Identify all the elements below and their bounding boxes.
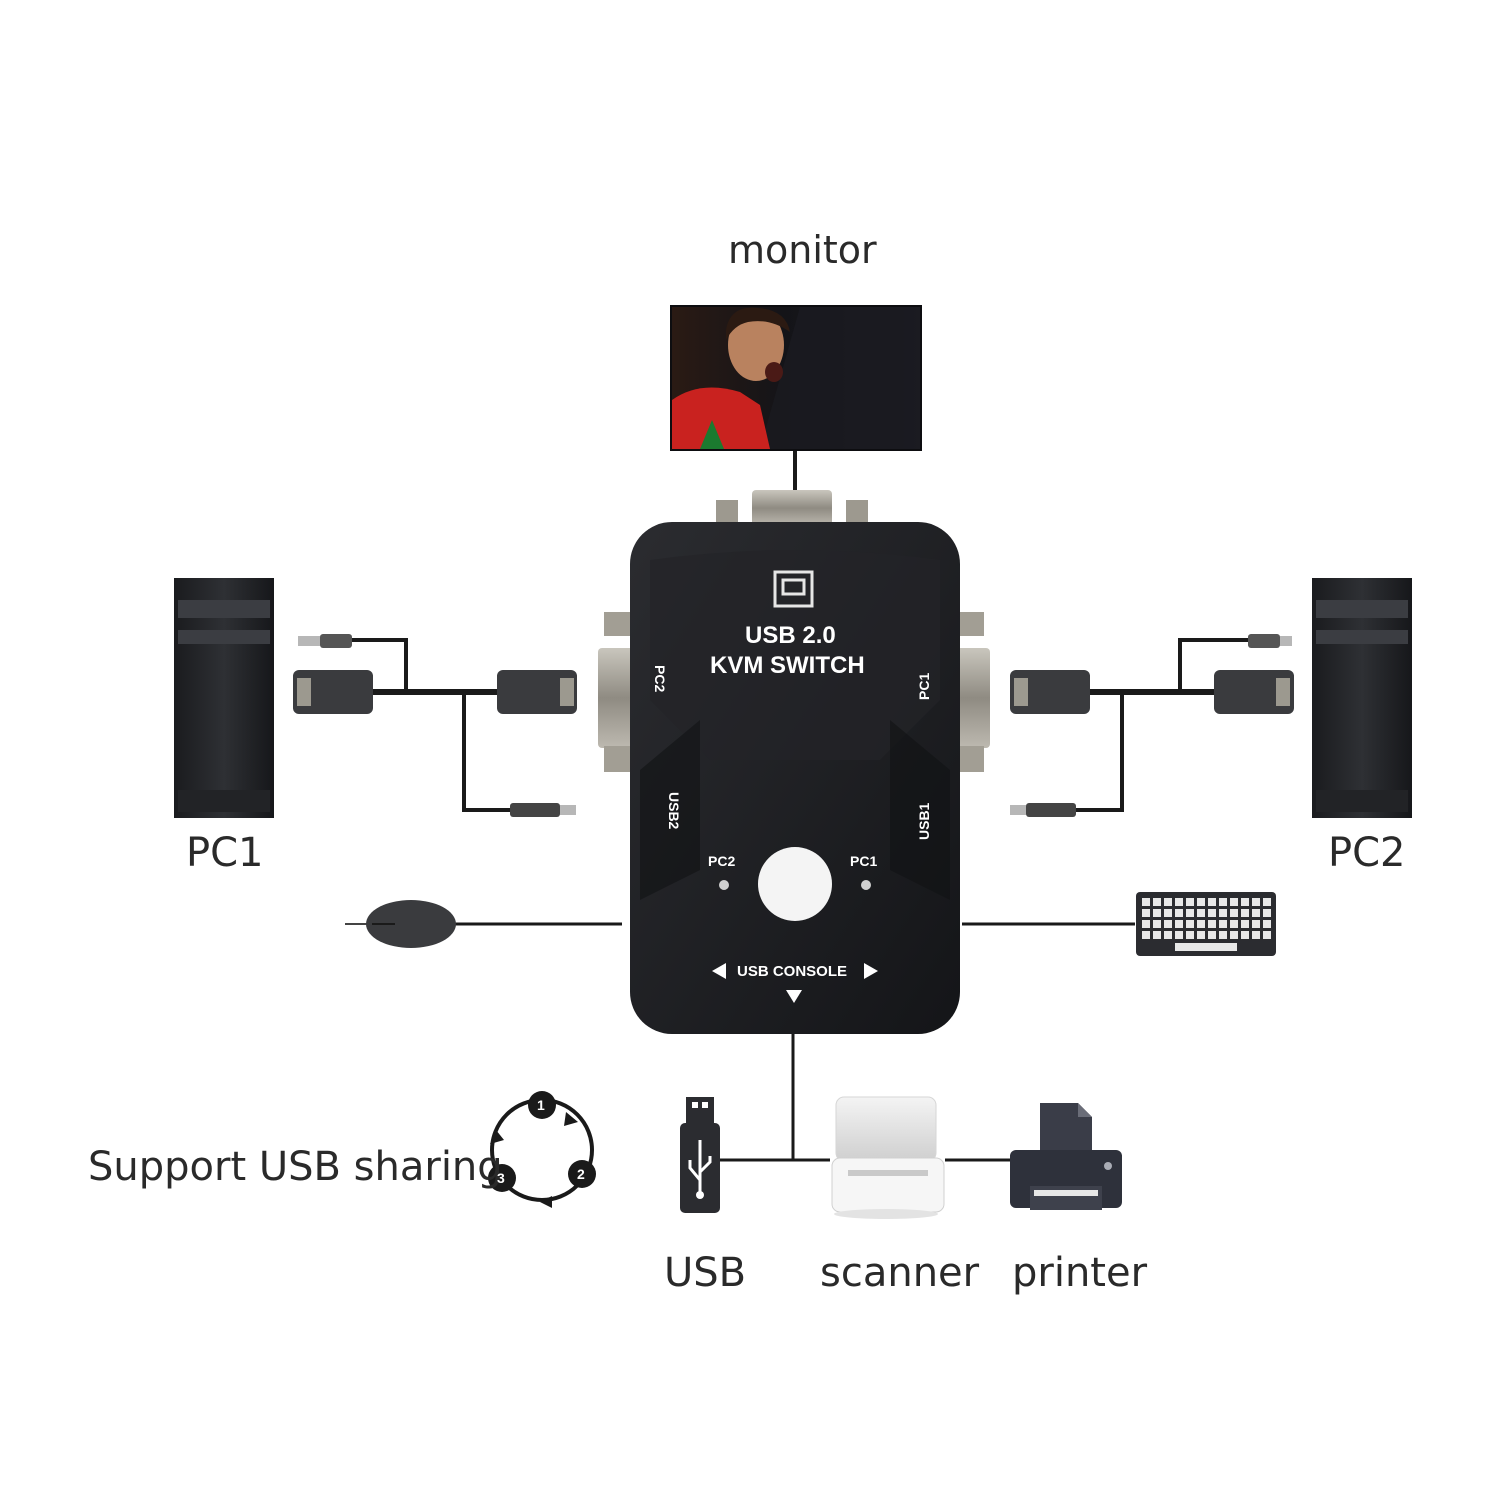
cycle-number-3: 3 [497, 1170, 505, 1186]
usb-drive-icon [680, 1097, 720, 1213]
led-pc1 [861, 880, 871, 890]
led-label-pc2: PC2 [708, 853, 736, 869]
port-label-pc1: PC1 [916, 672, 932, 700]
switch-title-line2: KVM SWITCH [710, 652, 865, 679]
pc2-connectors [1010, 634, 1294, 817]
right-vga-port [954, 612, 990, 772]
cycle-node-1 [528, 1091, 556, 1119]
port-label-usb2: USB2 [666, 792, 682, 830]
pc2-label: PC2 [1328, 830, 1406, 876]
monitor-icon [670, 305, 922, 451]
pc1-usb-cable-a [352, 638, 408, 692]
port-label-pc2: PC2 [652, 665, 668, 693]
pc1-tower-icon [174, 578, 274, 818]
led-label-pc1: PC1 [850, 853, 878, 869]
monitor-label: monitor [728, 228, 877, 272]
left-vga-port [598, 612, 634, 772]
arrow-down-icon [786, 990, 802, 1003]
switch-title-line1: USB 2.0 [745, 622, 836, 649]
cables [352, 450, 1248, 1162]
pc2-tower-icon [1312, 578, 1412, 818]
port-label-usb1: USB1 [916, 802, 932, 840]
pc2-usb-cable-a [1178, 638, 1248, 692]
usb-label: USB [664, 1250, 747, 1296]
cycle-number-2: 2 [577, 1166, 585, 1182]
switch-button[interactable] [758, 847, 832, 921]
pc2-usb-cable-b [1075, 692, 1124, 812]
kvm-switch-body [630, 522, 960, 1034]
printer-label: printer [1012, 1250, 1148, 1296]
usb-sharing-cycle-icon [488, 1091, 596, 1208]
pc1-label: PC1 [186, 830, 264, 876]
arrow-left-icon [712, 963, 726, 979]
cycle-node-2 [568, 1160, 596, 1188]
top-vga-port [716, 490, 868, 526]
support-usb-sharing-label: Support USB sharing [88, 1144, 503, 1190]
scanner-label: scanner [820, 1250, 980, 1296]
mouse-icon [345, 900, 456, 948]
led-pc2 [719, 880, 729, 890]
keyboard-icon [1136, 892, 1276, 956]
printer-icon [1010, 1103, 1122, 1210]
scanner-icon [831, 1096, 945, 1219]
arrow-right-icon [864, 963, 878, 979]
pc1-connectors [293, 634, 577, 817]
usb-console-label: USB CONSOLE [737, 963, 848, 980]
monitor-port-icon [773, 570, 814, 608]
cycle-node-3 [488, 1164, 516, 1192]
cycle-number-1: 1 [537, 1097, 545, 1113]
pc1-usb-cable-b [462, 692, 512, 812]
